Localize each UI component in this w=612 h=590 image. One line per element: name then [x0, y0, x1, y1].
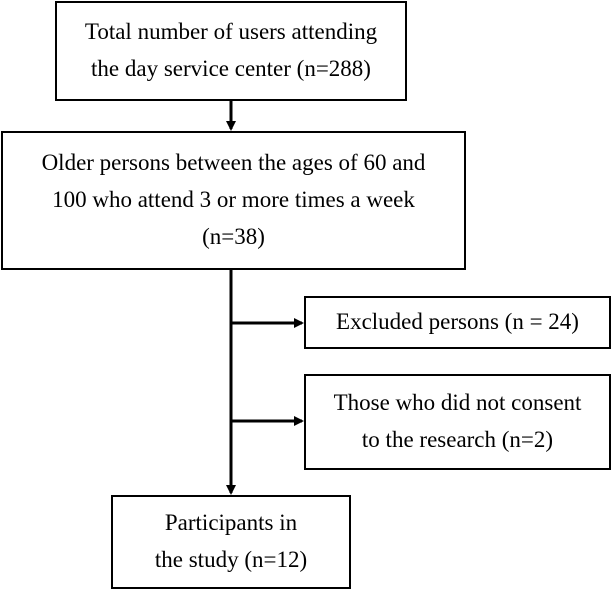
box-participants: Participants in the study (n=12) [111, 495, 351, 589]
box-older-line-3: (n=38) [202, 223, 265, 249]
box-participants-line-1: Participants in [164, 510, 298, 536]
box-total-line-1: Total number of users attending [84, 19, 378, 45]
box-older-line-1: Older persons between the ages of 60 and [41, 150, 426, 176]
box-total-users: Total number of users attending the day … [55, 1, 407, 101]
box-participants-line-2: the study (n=12) [154, 547, 308, 572]
box-excluded-line-1: Excluded persons (n = 24) [336, 309, 579, 335]
box-excluded-persons: Excluded persons (n = 24) [304, 296, 611, 349]
box-no-consent-line-1: Those who did not consent [333, 390, 582, 416]
box-older-line-2: 100 who attend 3 or more times a week [52, 187, 415, 213]
box-no-consent-line-2: to the research (n=2) [361, 427, 554, 452]
box-total-line-2: the day service center (n=288) [91, 56, 371, 81]
box-older-persons: Older persons between the ages of 60 and… [1, 131, 466, 270]
box-no-consent: Those who did not consent to the researc… [304, 374, 611, 470]
